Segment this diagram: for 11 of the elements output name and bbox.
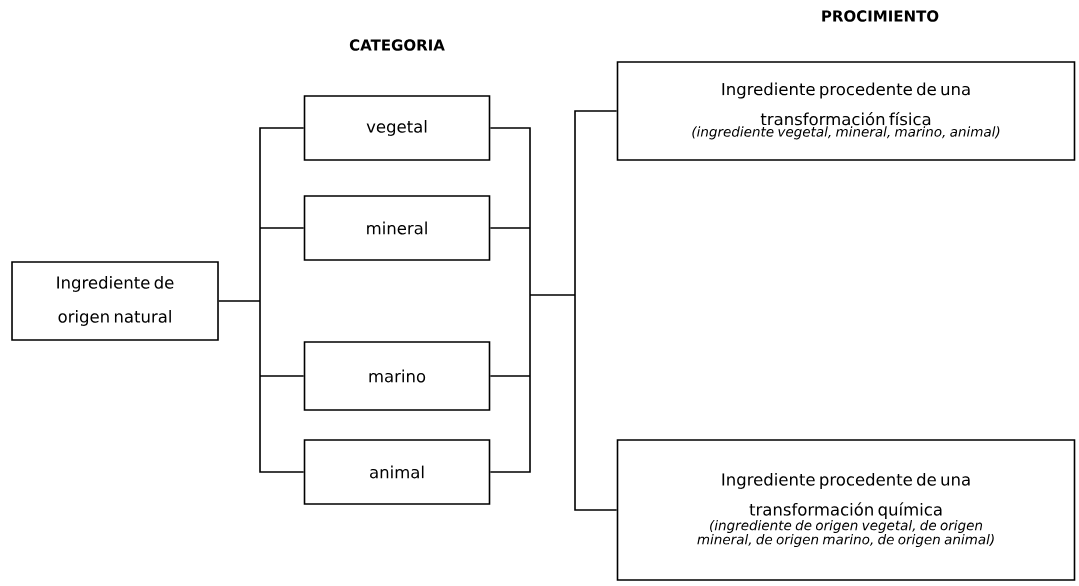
category-box: marino xyxy=(303,341,491,411)
process-box: Ingrediente procedente de una transformación física (ingrediente vegetal, mineral, marino, animal) xyxy=(616,61,1076,161)
column-heading: PROCIMIENTO xyxy=(822,10,939,22)
category-box: vegetal xyxy=(303,95,491,161)
process-box: Ingrediente procedente de una transformación química (ingrediente de origen vegetal, de origen mineral, de origen marino, de origen animal) xyxy=(616,439,1076,581)
category-box: animal xyxy=(303,439,491,505)
column-heading: CATEGORIA xyxy=(349,39,445,51)
connector-line xyxy=(218,127,305,473)
category-box: mineral xyxy=(303,195,491,261)
connector-line xyxy=(489,110,618,511)
ingredient-box: Ingrediente de origen natural xyxy=(11,261,219,341)
